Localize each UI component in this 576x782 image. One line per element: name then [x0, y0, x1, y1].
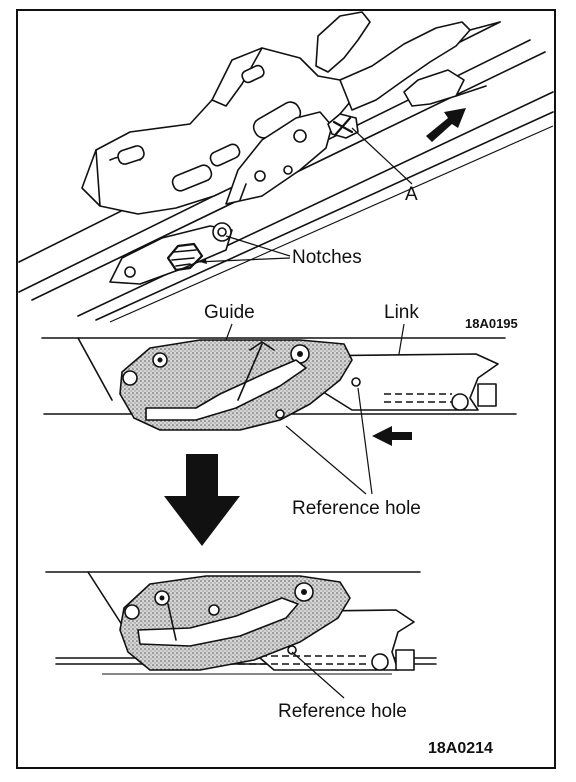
- label-link: Link: [384, 302, 419, 323]
- figure-frame: [16, 9, 556, 769]
- perspective-seat-rail: [18, 11, 554, 323]
- figure-code-bottom: 18A0214: [428, 740, 493, 757]
- label-a: A: [405, 184, 418, 205]
- leader-a: [351, 127, 413, 185]
- leader-reference-hole-top-1: [285, 425, 367, 495]
- leader-reference-hole-top-2: [357, 387, 373, 495]
- guide-link-view-after: [45, 571, 437, 675]
- guide-link-view-before: [41, 337, 517, 446]
- leader-reference-hole-bottom: [291, 651, 345, 699]
- leader-notches-2: [195, 257, 291, 263]
- label-guide: Guide: [204, 302, 255, 323]
- transition-arrow-down: [164, 454, 240, 546]
- figure-code-top: 18A0195: [465, 316, 518, 331]
- leader-notches-1: [225, 235, 291, 257]
- label-reference-hole-top: Reference hole: [292, 498, 421, 519]
- label-reference-hole-bottom: Reference hole: [278, 701, 407, 722]
- label-notches: Notches: [292, 247, 362, 268]
